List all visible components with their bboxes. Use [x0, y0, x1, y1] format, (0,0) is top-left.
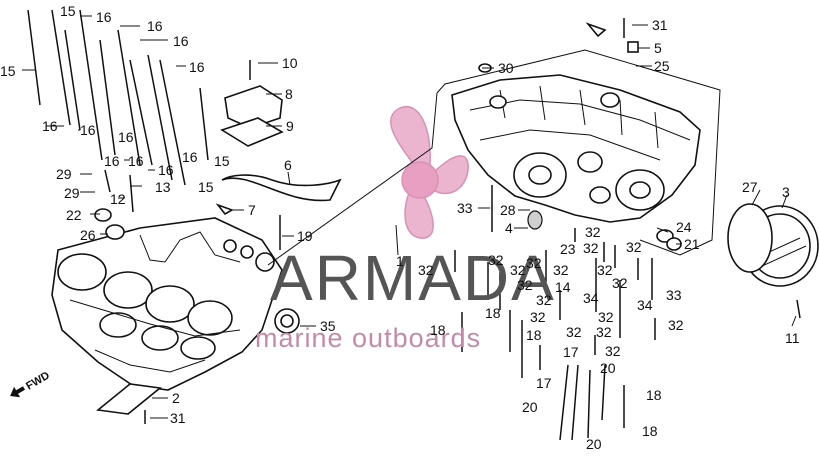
callout-29: 29	[56, 166, 72, 182]
callout-32: 32	[583, 240, 599, 256]
callout-1: 1	[396, 253, 404, 269]
callout-2: 2	[172, 390, 180, 406]
watermark-tagline: marine outboards	[255, 323, 481, 353]
assembly-outline	[267, 49, 721, 266]
callout-32: 32	[585, 224, 601, 240]
watermark-brand: ARMADA	[270, 242, 556, 314]
callout-21: 21	[684, 236, 700, 252]
callout-34: 34	[583, 290, 599, 306]
callout-28: 28	[500, 202, 516, 218]
callout-14: 14	[555, 279, 571, 295]
lower-crankcase	[451, 74, 701, 223]
callout-15: 15	[0, 63, 16, 79]
callout-20: 20	[522, 399, 538, 415]
upper-crankcase	[51, 217, 283, 391]
forward-label: FWD	[24, 370, 52, 393]
callout-31: 31	[170, 410, 186, 426]
callout-25: 25	[654, 58, 670, 74]
callout-32: 32	[553, 262, 569, 278]
callout-4: 4	[505, 220, 513, 236]
callout-17: 17	[536, 375, 552, 391]
callout-15: 15	[214, 153, 230, 169]
callout-35: 35	[320, 318, 336, 334]
callout-30: 30	[498, 60, 514, 76]
callout-8: 8	[285, 86, 293, 102]
callout-15: 15	[60, 3, 76, 19]
callout-32: 32	[517, 277, 533, 293]
callout-12: 12	[110, 191, 126, 207]
callout-32: 32	[668, 317, 684, 333]
callout-32: 32	[530, 309, 546, 325]
callout-16: 16	[128, 153, 144, 169]
callout-32: 32	[488, 252, 504, 268]
callout-33: 33	[457, 200, 473, 216]
callout-18: 18	[526, 327, 542, 343]
callout-32: 32	[597, 262, 613, 278]
callout-16: 16	[96, 9, 112, 25]
callout-16: 16	[147, 18, 163, 34]
callout-32: 32	[612, 275, 628, 291]
callout-24: 24	[676, 219, 692, 235]
breather-cover	[220, 85, 284, 147]
callout-27: 27	[742, 179, 758, 195]
callout-3: 3	[782, 184, 790, 200]
callout-16: 16	[189, 59, 205, 75]
callout-34: 34	[637, 297, 653, 313]
callout-19: 19	[297, 228, 313, 244]
callout-32: 32	[626, 239, 642, 255]
callout-33: 33	[666, 287, 682, 303]
callout-6: 6	[284, 157, 292, 173]
crankcase-cover	[727, 203, 819, 287]
callout-15: 15	[198, 179, 214, 195]
callout-18: 18	[642, 423, 658, 439]
callout-16: 16	[158, 162, 174, 178]
callout-16: 16	[173, 33, 189, 49]
callout-leaders	[22, 15, 797, 419]
callout-20: 20	[586, 436, 602, 452]
callout-11: 11	[785, 330, 800, 346]
callout-16: 16	[118, 129, 134, 145]
callout-26: 26	[80, 227, 96, 243]
callout-16: 16	[104, 153, 120, 169]
callout-32: 32	[526, 255, 542, 271]
callout-32: 32	[536, 292, 552, 308]
callout-18: 18	[485, 305, 501, 321]
callout-5: 5	[654, 40, 662, 56]
callout-32: 32	[418, 262, 434, 278]
oil-seal	[274, 308, 300, 334]
callout-20: 20	[600, 360, 616, 376]
callout-22: 22	[66, 207, 82, 223]
callout-31: 31	[652, 17, 668, 33]
callout-32: 32	[510, 262, 526, 278]
callout-16: 16	[42, 118, 58, 134]
callout-18: 18	[646, 387, 662, 403]
callout-18: 18	[430, 322, 446, 338]
small-parts	[94, 22, 682, 251]
breather-hose	[221, 174, 342, 202]
callout-32: 32	[596, 324, 612, 340]
callout-32: 32	[566, 324, 582, 340]
callout-16: 16	[182, 149, 198, 165]
callout-29: 29	[64, 185, 80, 201]
callout-23: 23	[560, 241, 576, 257]
mount-bracket	[96, 383, 162, 415]
callout-9: 9	[286, 118, 294, 134]
case-bolts	[144, 18, 801, 441]
callout-16: 16	[80, 122, 96, 138]
callout-17: 17	[563, 344, 579, 360]
callout-32: 32	[605, 343, 621, 359]
callout-10: 10	[282, 55, 298, 71]
callout-32: 32	[598, 309, 614, 325]
callout-7: 7	[248, 202, 256, 218]
callout-numbers: 15 16 16 16 16 15 16 16 16 16 16 16 16 2…	[0, 3, 800, 452]
forward-arrow: FWD	[10, 370, 52, 398]
stud-bolts	[27, 9, 209, 213]
callout-13: 13	[155, 179, 171, 195]
watermark-propeller-logo	[389, 105, 469, 239]
